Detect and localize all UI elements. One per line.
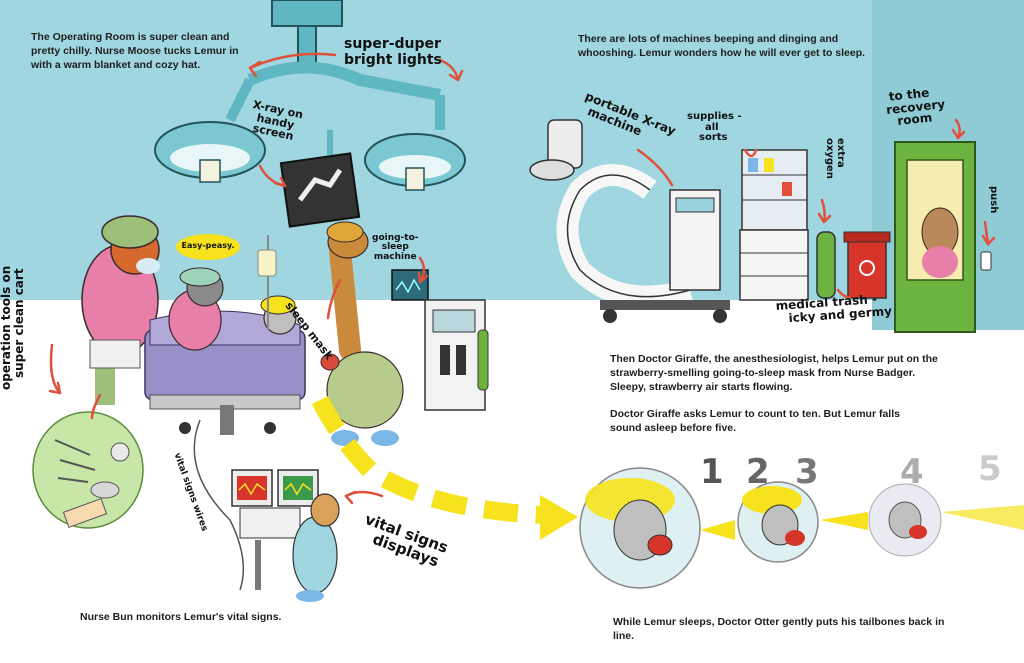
operation-tools-cart xyxy=(32,411,144,529)
label-extra-oxygen: extra oxygen xyxy=(824,138,847,179)
story-text-operating-room: The Operating Room is super clean and pr… xyxy=(31,31,239,71)
falling-asleep-sequence xyxy=(579,467,1024,589)
recovery-room-door xyxy=(894,141,992,333)
portable-xray-machine xyxy=(529,119,730,323)
story-text-doctor-otter: While Lemur sleeps, Doctor Otter gently … xyxy=(613,616,945,642)
count-number-2: 2 xyxy=(746,452,770,492)
speech-bubble-text: Easy-peasy. xyxy=(181,241,235,250)
label-going-to-sleep-line2: sleep xyxy=(381,242,409,253)
label-lights-line1: super-duper xyxy=(344,36,441,52)
surgical-lights xyxy=(154,0,466,191)
doctor-giraffe xyxy=(320,221,404,446)
speech-bubble: Easy-peasy. xyxy=(176,234,240,260)
label-arrows xyxy=(48,52,996,505)
story-text-machines: There are lots of machines beeping and d… xyxy=(578,33,866,59)
label-going-to-sleep-line1: going-to- xyxy=(372,233,419,243)
sleepy-air-path xyxy=(311,395,578,540)
label-going-to-sleep-machine: going-to- sleep machine xyxy=(372,233,419,262)
label-supplies-line2: all xyxy=(705,121,719,133)
label-supplies-line3: sorts xyxy=(699,132,728,143)
supplies-cabinet xyxy=(739,149,809,301)
vital-signs-wires-line xyxy=(193,419,245,591)
label-lights: super-duper bright lights xyxy=(344,37,442,67)
story-text-giraffe-mask: Then Doctor Giraffe, the anesthesiologis… xyxy=(610,353,938,393)
label-going-to-sleep-line3: machine xyxy=(373,251,417,262)
count-number-4: 4 xyxy=(900,452,924,492)
oxygen-and-trash xyxy=(816,231,891,299)
xray-screen xyxy=(279,130,361,228)
label-recovery-room: to the recovery room xyxy=(884,85,947,129)
nurse-bun xyxy=(292,493,340,602)
count-number-3: 3 xyxy=(795,452,819,492)
story-text-count-to-ten: Doctor Giraffe asks Lemur to count to te… xyxy=(610,408,900,434)
anesthesia-machine xyxy=(391,269,489,411)
iv-stand xyxy=(257,235,277,330)
label-lights-line2: bright lights xyxy=(344,51,442,68)
story-text-nurse-bun: Nurse Bun monitors Lemur's vital signs. xyxy=(80,611,282,623)
nurse-badger xyxy=(168,267,224,351)
label-operation-tools-line1: operation tools on xyxy=(0,265,13,390)
label-supplies: supplies - all sorts xyxy=(687,111,742,144)
count-number-5: 5 xyxy=(978,449,1002,489)
label-extra-oxygen-line2: oxygen xyxy=(824,138,836,179)
count-number-1: 1 xyxy=(700,452,724,492)
label-operation-tools: operation tools on super clean cart xyxy=(0,265,26,390)
vital-signs-monitors xyxy=(231,469,319,590)
label-operation-tools-line2: super clean cart xyxy=(11,268,26,378)
label-extra-oxygen-line1: extra xyxy=(835,138,846,168)
label-push: push xyxy=(988,186,999,214)
nurse-moose xyxy=(81,215,160,405)
label-supplies-line1: supplies - xyxy=(687,111,742,122)
lemur-patient xyxy=(260,295,297,335)
